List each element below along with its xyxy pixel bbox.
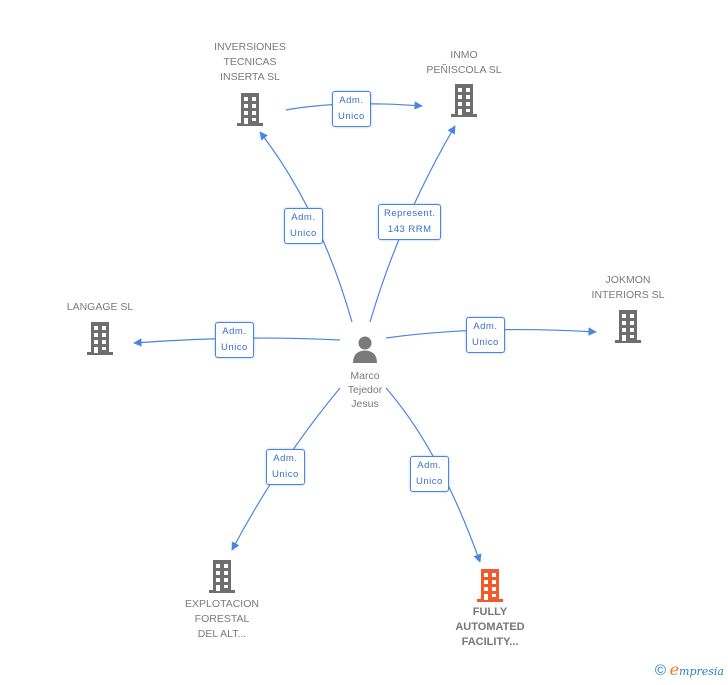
relation-label[interactable]: Adm. Unico xyxy=(466,317,505,353)
brand-initial: e xyxy=(669,660,680,679)
brand-name: mpresia xyxy=(679,665,724,678)
person-icon xyxy=(353,336,377,363)
copyright-icon: © xyxy=(654,662,666,679)
relation-label[interactable]: Adm. Unico xyxy=(266,449,305,485)
company-node-fully[interactable]: FULLY AUTOMATED FACILITY... xyxy=(438,567,542,650)
building-icon xyxy=(451,84,477,117)
company-name: LANGAGE SL xyxy=(66,301,134,313)
company-node-inversiones[interactable]: INVERSIONES TECNICAS INSERTA SL xyxy=(198,40,302,127)
company-name: EXPLOTACION FORESTAL DEL ALT... xyxy=(185,598,259,640)
relation-label[interactable]: Adm. Unico xyxy=(215,322,254,358)
company-node-explotacion[interactable]: EXPLOTACION FORESTAL DEL ALT... xyxy=(170,558,274,642)
empresia-logo[interactable]: © empresia xyxy=(655,660,724,679)
building-icon xyxy=(87,322,113,355)
relation-label[interactable]: Adm. Unico xyxy=(332,91,371,127)
company-name: FULLY AUTOMATED FACILITY... xyxy=(455,606,525,648)
building-icon xyxy=(477,569,503,602)
building-icon xyxy=(209,560,235,593)
person-name: Marco Tejedor Jesus xyxy=(347,370,383,410)
company-node-inmo[interactable]: INMO PEÑISCOLA SL xyxy=(412,48,516,118)
building-icon xyxy=(237,93,263,126)
company-node-langage[interactable]: LANGAGE SL xyxy=(50,300,150,356)
company-name: INVERSIONES TECNICAS INSERTA SL xyxy=(214,41,286,83)
company-name: INMO PEÑISCOLA SL xyxy=(426,49,502,76)
building-icon xyxy=(615,310,641,343)
company-node-jokmon[interactable]: JOKMON INTERIORS SL xyxy=(576,273,680,344)
relation-label[interactable]: Adm. Unico xyxy=(410,456,449,492)
company-name: JOKMON INTERIORS SL xyxy=(591,274,665,301)
relation-label[interactable]: Represent. 143 RRM xyxy=(378,204,442,240)
relation-label[interactable]: Adm. Unico xyxy=(284,208,323,244)
person-node[interactable]: Marco Tejedor Jesus xyxy=(330,334,400,411)
